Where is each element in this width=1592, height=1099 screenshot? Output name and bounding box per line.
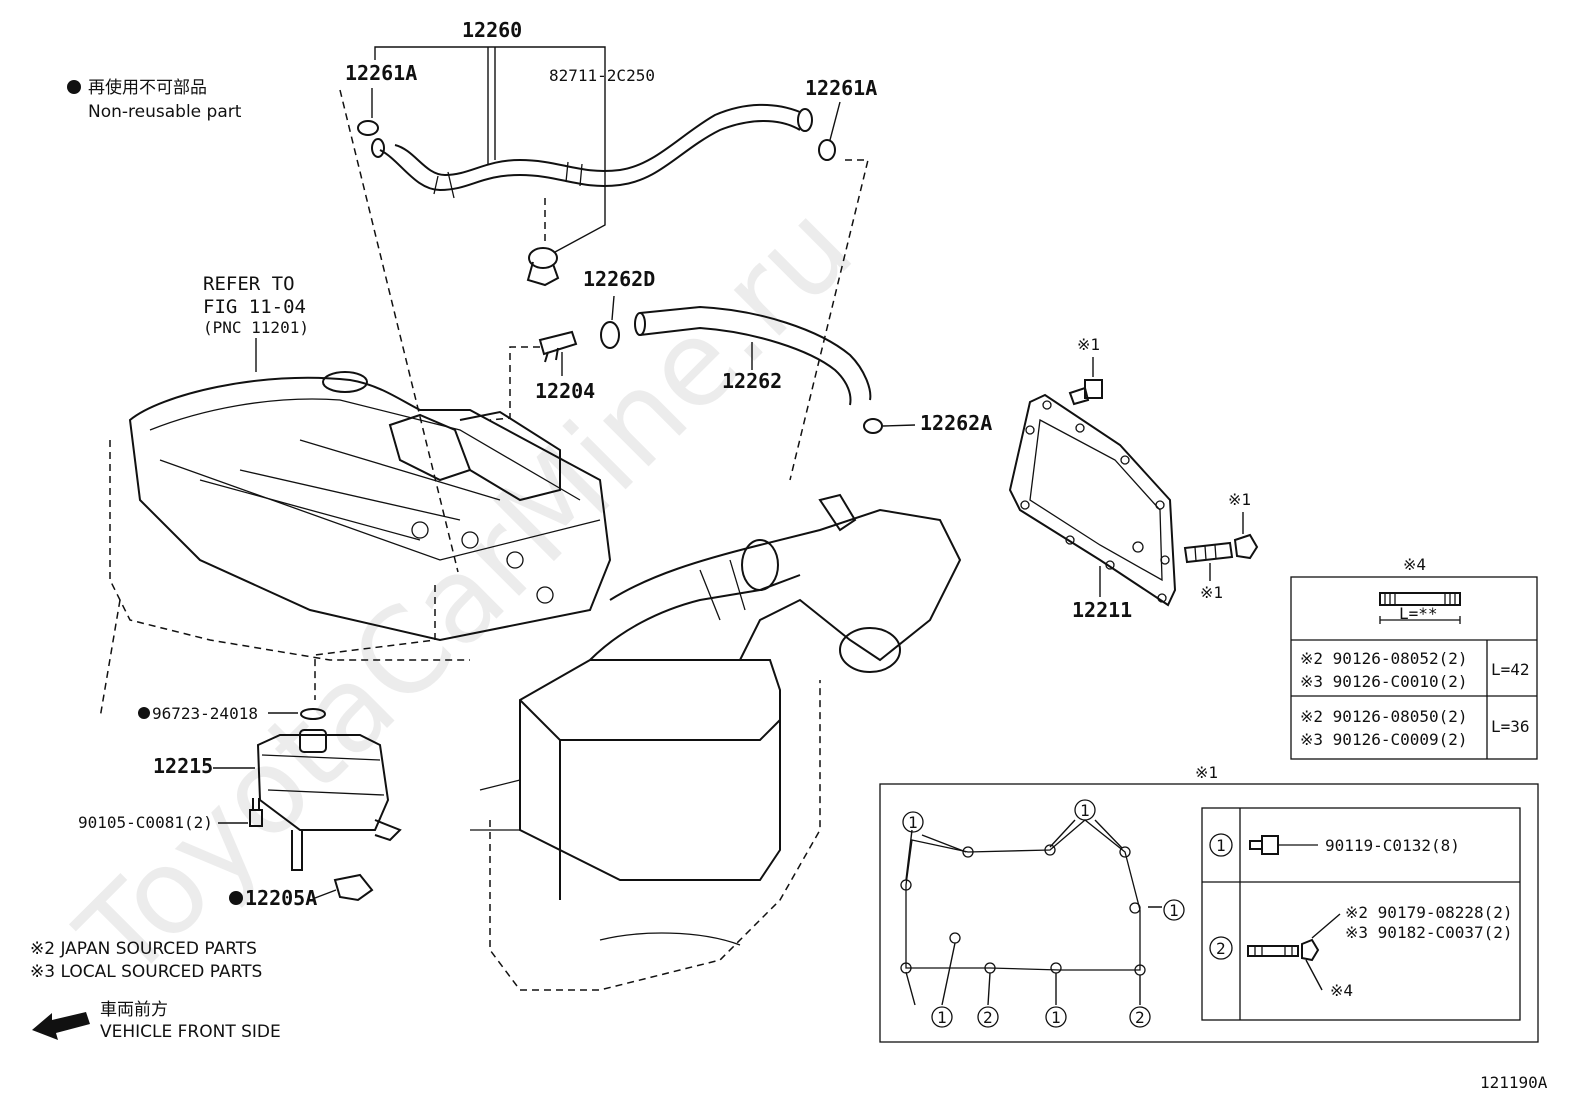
nonreusable-bullet-icon [138, 707, 150, 719]
detail-header: ※1 [1195, 763, 1218, 782]
label-12262: 12262 [722, 369, 782, 393]
label-12204: 12204 [535, 379, 595, 403]
label-mark1-stud: ※1 [1200, 583, 1223, 602]
fastener-detail-box: ※1 1 1 1 1 2 1 2 1 901 [879, 763, 1539, 1043]
part-12205A[interactable] [333, 873, 374, 902]
front-arrow-icon [32, 1012, 90, 1040]
clamp-12262D[interactable] [600, 321, 620, 349]
svg-text:1: 1 [937, 1008, 947, 1027]
stud-icon [1379, 592, 1461, 624]
svg-text:2: 2 [983, 1008, 993, 1027]
svg-text:1: 1 [1051, 1008, 1061, 1027]
bracket-12260 [374, 46, 606, 253]
clamp-12261A-left[interactable] [357, 120, 379, 136]
refer-line3: (PNC 11201) [203, 318, 309, 337]
label-mark1-nut: ※1 [1228, 490, 1251, 509]
svg-text:1: 1 [908, 813, 918, 832]
note-local-sourced: ※3 LOCAL SOURCED PARTS [30, 962, 262, 982]
pcv-valve-12204[interactable] [538, 330, 578, 363]
cover-plate-12211[interactable] [1008, 393, 1177, 607]
refer-line2: FIG 11-04 [203, 296, 306, 318]
label-82711-2C250: 82711-2C250 [549, 66, 655, 85]
stud-90179-icon [1247, 938, 1320, 962]
label-96723-24018: 96723-24018 [152, 704, 258, 723]
detail-row2-part-b: ※3 90182-C0037(2) [1345, 923, 1513, 942]
intake-duct [589, 493, 962, 673]
air-cleaner-case [470, 659, 821, 991]
note-front-jp: 車両前方 [100, 1000, 168, 1020]
stud-row1-a: ※2 90126-08052(2) [1300, 649, 1468, 668]
label-mark1-top: ※1 [1077, 335, 1100, 354]
detail-row1-part: 90119-C0132(8) [1325, 836, 1460, 855]
detail-row1-num: 1 [1216, 836, 1226, 855]
legend: 再使用不可部品 Non-reusable part [67, 77, 242, 122]
detail-row2-ref: ※4 [1330, 981, 1353, 1000]
svg-text:1: 1 [1080, 801, 1090, 820]
svg-text:2: 2 [1135, 1008, 1145, 1027]
clip-82711-2C250[interactable] [526, 247, 560, 287]
cylinder-head-cover [99, 371, 612, 719]
label-12215: 12215 [153, 754, 213, 778]
label-12211: 12211 [1072, 598, 1132, 622]
stud-length-label: L=** [1399, 604, 1438, 623]
label-12261A-right: 12261A [805, 76, 877, 100]
svg-text:1: 1 [1169, 901, 1179, 920]
oil-separator-12215[interactable] [256, 729, 402, 871]
label-12261A-left: 12261A [345, 61, 417, 85]
clamp-12261A-right[interactable] [818, 139, 836, 161]
refer-line1: REFER TO [203, 273, 295, 295]
stud-length-table: ※4 L=** ※2 90126-08052(2) ※3 90126-C0010… [1290, 555, 1538, 760]
bolt-90105-C0081[interactable] [249, 798, 263, 827]
detail-row2-num: 2 [1216, 939, 1226, 958]
stud-row2-b: ※3 90126-C0009(2) [1300, 730, 1468, 749]
note-front-en: VEHICLE FRONT SIDE [100, 1022, 281, 1042]
hose-12262[interactable] [634, 305, 872, 406]
stud-and-nut-mark1[interactable] [1183, 533, 1259, 564]
bolt-mark1-top[interactable] [1068, 379, 1103, 406]
stud-row1-b: ※3 90126-C0010(2) [1300, 672, 1468, 691]
label-12205A: 12205A [245, 886, 317, 910]
label-12260: 12260 [462, 18, 522, 42]
hose-assembly-12260[interactable] [371, 103, 813, 199]
nonreusable-bullet-icon [67, 80, 81, 94]
gasket-hole-markers [900, 844, 1146, 976]
stud-row1-len: L=42 [1491, 660, 1530, 679]
figure-id: 121190A [1480, 1073, 1548, 1092]
label-12262D: 12262D [583, 267, 655, 291]
stud-row2-a: ※2 90126-08050(2) [1300, 707, 1468, 726]
label-12262A: 12262A [920, 411, 992, 435]
label-90105-C0081: 90105-C0081(2) [78, 813, 213, 832]
clamp-12262A[interactable] [863, 418, 883, 434]
detail-callouts: 1 1 1 1 2 1 2 [902, 799, 1185, 1028]
detail-row2-part-a: ※2 90179-08228(2) [1345, 903, 1513, 922]
stud-table-header: ※4 [1403, 555, 1426, 574]
stud-row2-len: L=36 [1491, 717, 1530, 736]
bolt-90119-icon [1249, 835, 1318, 855]
legend-nonreusable-en: Non-reusable part [88, 102, 242, 122]
nonreusable-bullet-icon [229, 891, 243, 905]
o-ring-96723-24018[interactable] [300, 708, 326, 720]
note-japan-sourced: ※2 JAPAN SOURCED PARTS [30, 939, 257, 959]
legend-nonreusable-jp: 再使用不可部品 [88, 77, 207, 98]
